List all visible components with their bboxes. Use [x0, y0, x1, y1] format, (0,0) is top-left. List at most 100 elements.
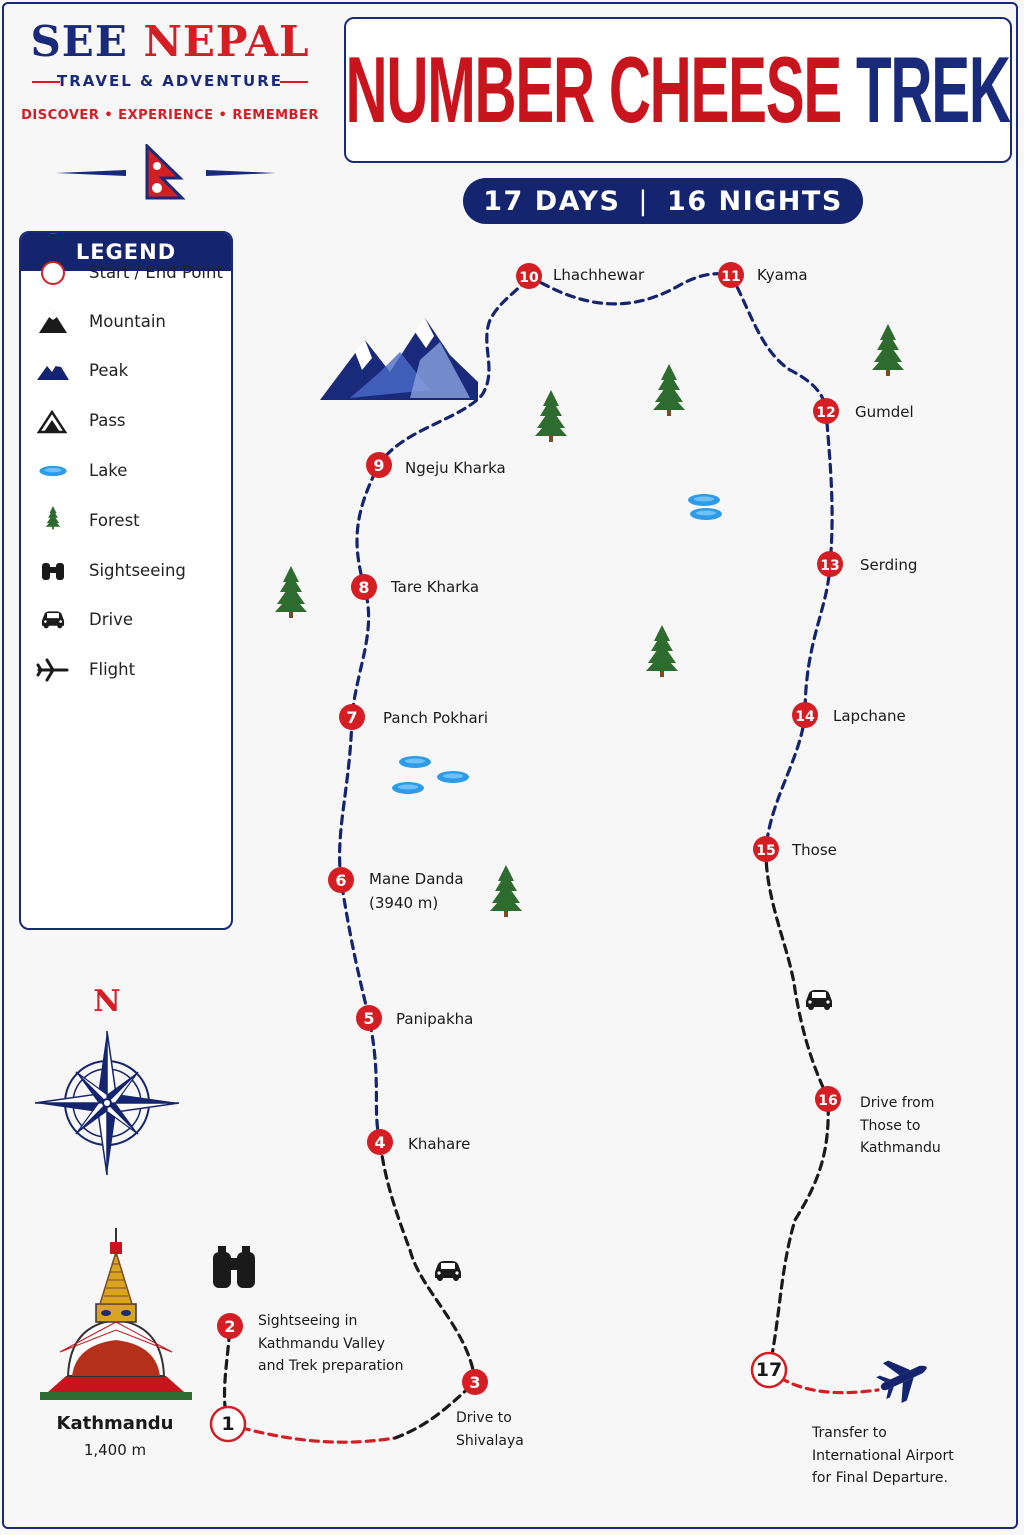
legend-item-label: Forest [89, 511, 140, 530]
forest-icon [646, 625, 678, 677]
legend-item: Start / End Point [21, 258, 231, 288]
waypoint-label: Transfer to International Airport for Fi… [812, 1425, 954, 1486]
lake-icon [690, 508, 722, 520]
legend-item: Pass [21, 406, 231, 436]
duration-badge: 17 DAYS | 16 NIGHTS [463, 178, 863, 224]
waypoint-label: Lapchane [833, 707, 906, 725]
drive-route-shivalaya-khahare [378, 1140, 477, 1384]
brand-name-see: SEE [30, 17, 128, 66]
waypoint-label: Gumdel [855, 403, 914, 421]
waypoint-label: Sightseeing in Kathmandu Valley and Trek… [258, 1313, 404, 1374]
waypoint-number: 14 [795, 709, 815, 725]
waypoint-marker: 12 [813, 398, 839, 424]
legend-item-label: Lake [89, 461, 128, 480]
duration-separator: | [638, 185, 650, 217]
compass-rose-icon [34, 1030, 180, 1176]
waypoint-marker: 16 [815, 1086, 841, 1112]
waypoint-marker: 17 [750, 1351, 788, 1389]
airplane-icon [876, 1360, 927, 1404]
city-altitude: 1,400 m [83, 1441, 147, 1459]
waypoint-number: 9 [373, 456, 384, 475]
title-part-blue: TREK [856, 37, 1011, 142]
waypoint-number: 2 [224, 1317, 235, 1336]
forest-icon [535, 390, 567, 442]
waypoint-label: Serding [860, 556, 918, 574]
airplane-icon [36, 658, 69, 682]
waypoint-label: Drive to Shivalaya [456, 1410, 524, 1449]
waypoint-marker: 2 [217, 1313, 243, 1339]
flight-route-departure [767, 1368, 880, 1395]
mountain-icon [39, 311, 67, 333]
pass-icon [36, 409, 68, 434]
waypoint-label: Mane Danda [369, 870, 464, 888]
start-end-point-icon [41, 261, 65, 285]
waypoint-number: 13 [820, 558, 839, 574]
legend-item-label: Peak [89, 361, 129, 380]
waypoint-marker: 10 [516, 263, 542, 289]
binoculars-icon [42, 563, 64, 580]
legend-item: Peak [21, 356, 231, 386]
brand-name: SEE NEPAL [20, 18, 320, 66]
waypoint-label: Ngeju Kharka [405, 459, 506, 477]
lake-icon [688, 494, 720, 506]
waypoint-number: 8 [358, 578, 369, 597]
car-icon [806, 990, 832, 1010]
waypoint-marker: 13 [817, 551, 843, 577]
legend-item: Flight [21, 655, 231, 685]
waypoint-number: 12 [816, 405, 835, 421]
waypoint-label: Tare Kharka [391, 578, 480, 596]
waypoint-marker: 3 [462, 1369, 488, 1395]
trekking-route-return [729, 273, 834, 851]
forest-icon [872, 324, 904, 376]
legend-item-label: Mountain [89, 312, 166, 331]
lake-icon [437, 771, 469, 783]
brand-logo: SEE NEPAL TRAVEL & ADVENTURE DISCOVER • … [20, 18, 320, 124]
car-icon [435, 1261, 461, 1281]
title-banner: NUMBER CHEESE TREK [344, 17, 1012, 163]
legend-item: Overnight Stay [21, 233, 231, 238]
forest-icon [275, 566, 307, 618]
trekking-route-outbound [337, 274, 531, 1144]
forest-icon [490, 865, 522, 917]
waypoint-label: Panch Pokhari [383, 709, 488, 727]
waypoint-marker: 8 [351, 574, 377, 600]
waypoint-label: Drive from Those to Kathmandu [860, 1095, 941, 1156]
waypoint-marker: 4 [367, 1129, 393, 1155]
waypoint-label: Lhachhewar [553, 266, 645, 284]
brand-name-nepal: NEPAL [143, 17, 310, 66]
duration-days: 17 DAYS [483, 185, 621, 217]
flight-route-start [226, 1422, 397, 1444]
legend-item-label: Sightseeing [89, 561, 186, 580]
page-title: NUMBER CHEESE TREK [346, 43, 1011, 137]
title-part-red: NUMBER CHEESE [345, 37, 843, 142]
waypoint-marker: 5 [356, 1005, 382, 1031]
waypoint-sublabel: (3940 m) [369, 894, 439, 912]
duration-nights: 16 NIGHTS [667, 185, 843, 217]
mountain-range-icon [320, 318, 478, 400]
waypoint-label: Panipakha [396, 1010, 474, 1028]
waypoint-marker: 14 [792, 702, 818, 728]
waypoint-label: Khahare [408, 1135, 471, 1153]
waypoint-number: 16 [818, 1093, 837, 1109]
waypoint-marker: 15 [753, 836, 779, 862]
waypoint-number: 4 [374, 1133, 385, 1152]
legend-item-label: Start / End Point [89, 263, 223, 282]
waypoint-number: 15 [756, 843, 775, 859]
waypoint-number: 6 [335, 871, 346, 890]
legend-item: Mountain [21, 307, 231, 337]
waypoint-label: Kyama [757, 266, 808, 284]
legend-panel: LEGEND Trekking RouteDrive RouteFlight R… [19, 231, 233, 930]
waypoint-number: 17 [756, 1359, 782, 1381]
legend-item: Lake [21, 456, 231, 486]
overnight-stay-icon [48, 233, 58, 234]
waypoint-marker: 7 [339, 704, 365, 730]
city-name: Kathmandu [56, 1413, 174, 1434]
waypoint-number: 7 [346, 708, 357, 727]
legend-item-label: Drive [89, 610, 133, 629]
nepal-flag-icon [56, 144, 276, 200]
drive-route-return [764, 847, 830, 1372]
waypoint-marker: 1 [209, 1405, 247, 1443]
legend-item: Forest [21, 506, 231, 536]
